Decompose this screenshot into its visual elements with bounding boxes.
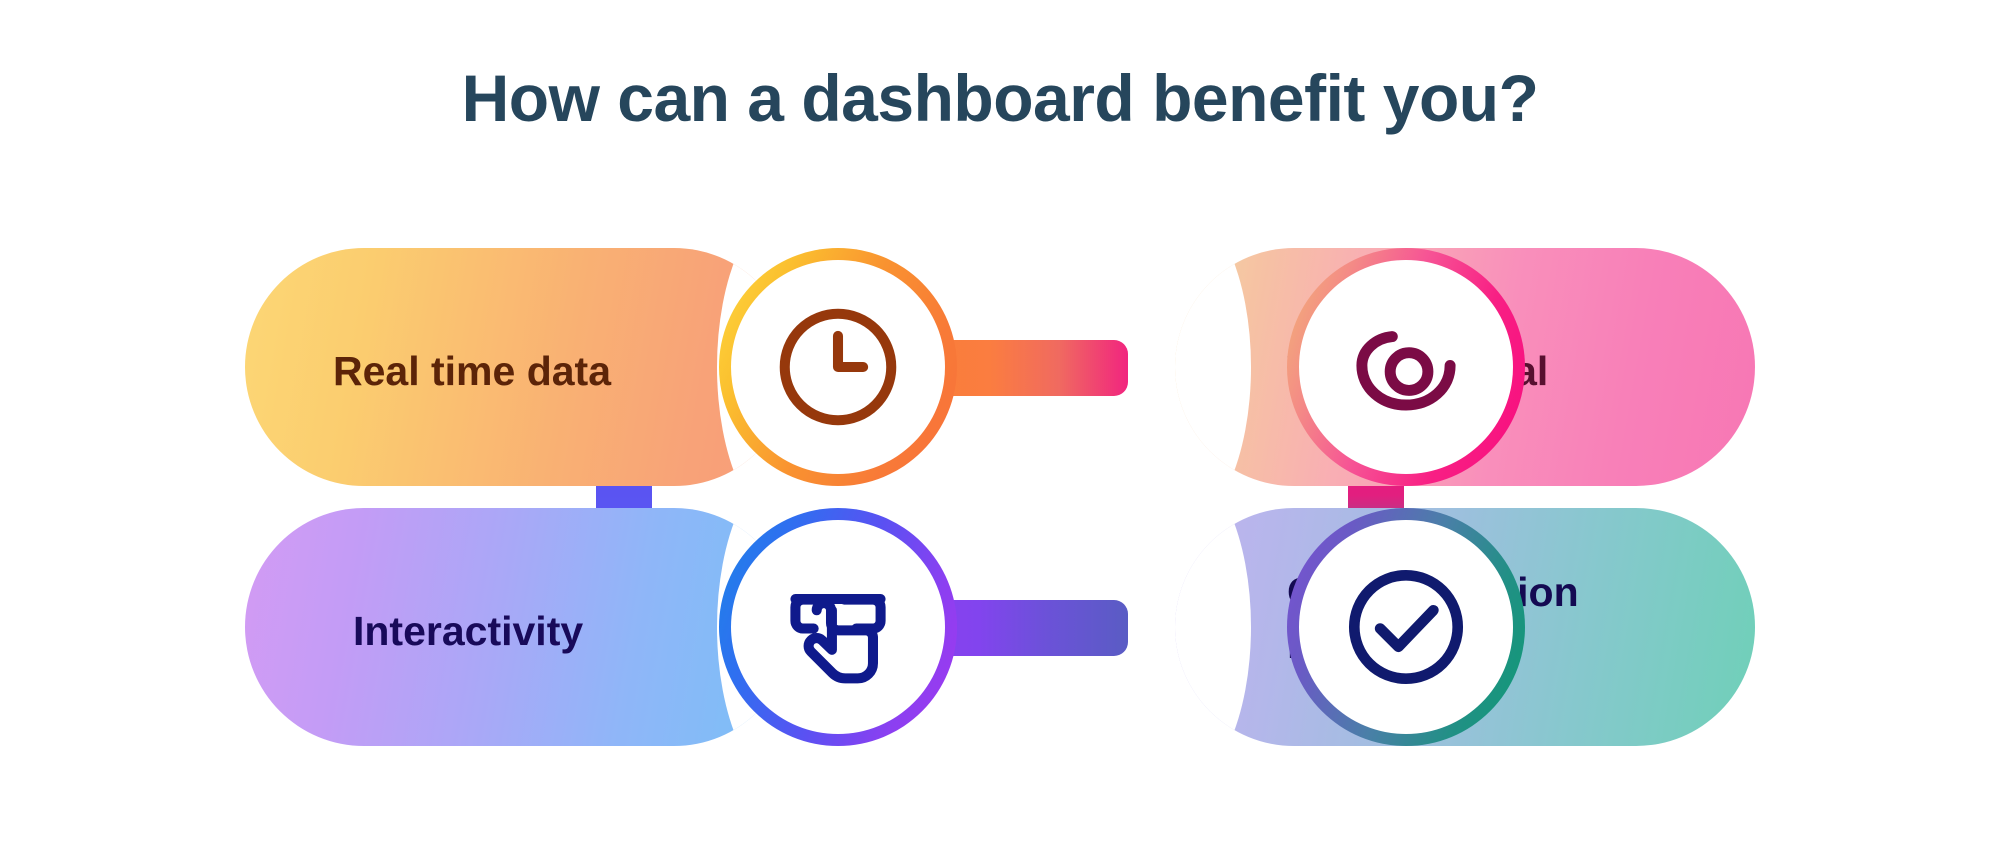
pill-notch — [1175, 248, 1251, 486]
clock-icon — [767, 296, 909, 438]
benefit-pill-interactivity[interactable]: Interactivity — [245, 508, 793, 746]
icon-disc — [731, 520, 945, 734]
benefit-pill-real-time-data[interactable]: Real time data — [245, 248, 793, 486]
eye-icon — [1333, 294, 1479, 440]
benefit-label-real-time-data: Real time data — [333, 348, 611, 394]
tap-icon — [765, 554, 911, 700]
pill-notch — [1175, 508, 1251, 746]
icon-disc — [731, 260, 945, 474]
check-circle-icon — [1333, 554, 1479, 700]
benefit-icon-ring-visual-appeal[interactable] — [1287, 248, 1525, 486]
benefit-icon-ring-interactivity[interactable] — [719, 508, 957, 746]
benefits-diagram: Real time data Visual appeal Interactivi… — [245, 248, 1755, 746]
icon-disc — [1299, 520, 1513, 734]
benefit-icon-ring-quick-decision-making[interactable] — [1287, 508, 1525, 746]
page-title: How can a dashboard benefit you? — [461, 61, 1539, 135]
benefit-label-interactivity: Interactivity — [353, 608, 584, 654]
benefit-icon-ring-real-time-data[interactable] — [719, 248, 957, 486]
icon-disc — [1299, 260, 1513, 474]
